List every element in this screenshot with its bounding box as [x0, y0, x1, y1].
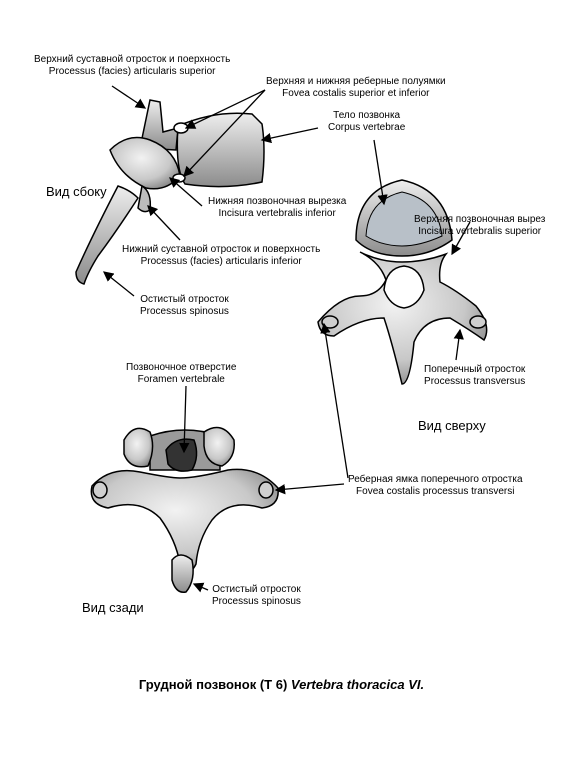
- caption-ru: Грудной позвонок (Т 6): [138, 677, 288, 692]
- label-transverse-fovea: Реберная ямка поперечного отростка Fovea…: [348, 474, 523, 498]
- view-title-side: Вид сбоку: [46, 184, 107, 199]
- pointer-foramen: [179, 385, 190, 454]
- pointer-transverse-fovea-top: [320, 322, 349, 479]
- label-foramen-ru: Позвоночное отверстие: [126, 362, 237, 373]
- label-inf-notch-ru: Нижняя позвоночная вырезка: [208, 196, 347, 207]
- view-title-top: Вид сверху: [418, 418, 486, 433]
- label-spinous-side-ru: Остистый отросток: [140, 294, 229, 305]
- label-spinous-back: Остистый отросток Processus spinosus: [212, 584, 301, 608]
- pointer-spinous-side: [102, 271, 135, 297]
- pointer-lines: [102, 85, 471, 593]
- label-transverse-ru: Поперечный отросток: [424, 364, 526, 375]
- pointer-body-top: [373, 139, 388, 206]
- label-inf-notch: Нижняя позвоночная вырезка Incisura vert…: [208, 196, 346, 220]
- label-spinous-side: Остистый отросток Processus spinosus: [140, 294, 229, 318]
- label-costal-foveae-la: Fovea costalis superior et inferior: [282, 88, 430, 99]
- label-transverse-fovea-ru: Реберная ямка поперечного отростка: [348, 474, 523, 485]
- pointer-sup-articular: [111, 85, 147, 109]
- pointer-sup-notch: [451, 221, 471, 256]
- label-sup-articular-la: Processus (facies) articularis superior: [48, 66, 216, 77]
- pointer-costal-fovea-superior: [184, 89, 266, 129]
- pointer-spinous-back: [192, 582, 209, 593]
- pointer-costal-fovea-inferior: [183, 89, 266, 177]
- pointer-transverse-fovea-back: [274, 483, 345, 495]
- pointer-inf-articular: [147, 205, 181, 241]
- label-body: Тело позвонка Corpus vertebrae: [328, 110, 405, 134]
- label-inf-notch-la: Incisura vertebralis inferior: [218, 208, 336, 219]
- label-sup-articular-ru: Верхний суставной отросток и поерхность: [34, 54, 231, 65]
- label-foramen: Позвоночное отверстие Foramen vertebrale: [126, 362, 236, 386]
- label-body-la: Corpus vertebrae: [328, 122, 406, 133]
- label-spinous-back-ru: Остистый отросток: [212, 584, 301, 595]
- label-costal-foveae-ru: Верхняя и нижняя реберные полуямки: [266, 76, 446, 87]
- label-sup-notch-ru: Верхняя позвоночная вырез: [414, 214, 546, 225]
- label-transverse-la: Processus transversus: [424, 376, 526, 387]
- pointer-body-side: [260, 127, 319, 144]
- label-sup-notch: Верхняя позвоночная вырез Incisura verte…: [414, 214, 545, 238]
- label-transverse-fovea-la: Fovea costalis processus transversi: [356, 486, 515, 497]
- label-sup-articular: Верхний суставной отросток и поерхность …: [34, 54, 230, 78]
- side-view-vertebra: [75, 99, 265, 285]
- label-inf-articular-ru: Нижний суставной отросток и поверхность: [122, 244, 321, 255]
- pointer-inf-notch: [169, 177, 203, 207]
- label-foramen-la: Foramen vertebrale: [137, 374, 225, 385]
- figure-caption: Грудной позвонок (Т 6) Vertebra thoracic…: [0, 677, 563, 692]
- label-sup-notch-la: Incisura vertebralis superior: [418, 226, 542, 237]
- caption-la: Vertebra thoracica VI.: [290, 677, 425, 692]
- label-costal-foveae: Верхняя и нижняя реберные полуямки Fovea…: [266, 76, 446, 100]
- label-body-ru: Тело позвонка: [333, 110, 401, 121]
- label-transverse: Поперечный отросток Processus transversu…: [424, 364, 525, 388]
- label-inf-articular-la: Processus (facies) articularis inferior: [140, 256, 302, 267]
- label-spinous-side-la: Processus spinosus: [140, 306, 229, 317]
- view-title-back: Вид сзади: [82, 600, 144, 615]
- label-spinous-back-la: Processus spinosus: [212, 596, 301, 607]
- back-view-vertebra: [90, 426, 279, 593]
- pointer-transverse: [453, 328, 464, 361]
- top-view-vertebra: [317, 179, 488, 385]
- label-inf-articular: Нижний суставной отросток и поверхность …: [122, 244, 320, 268]
